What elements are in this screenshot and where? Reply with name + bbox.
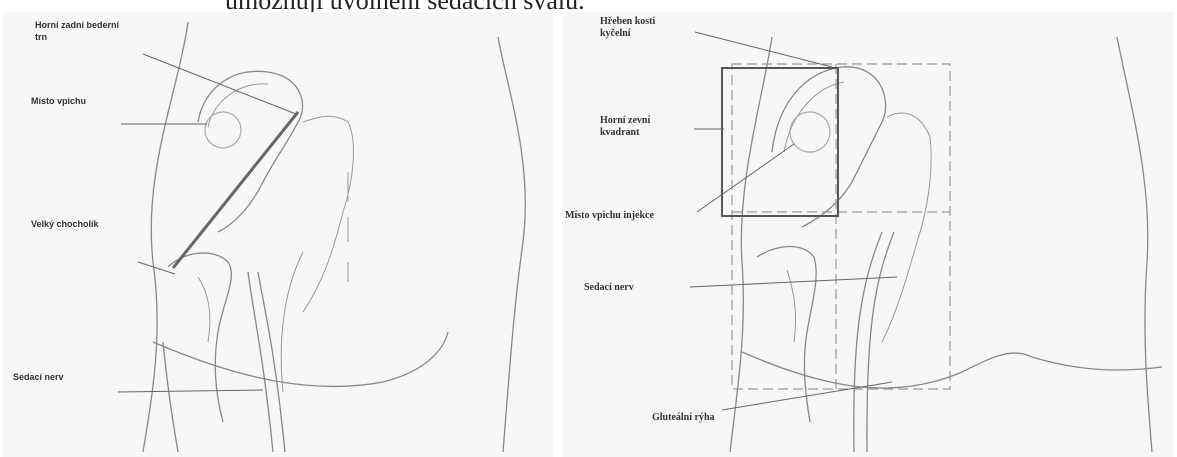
dashed-reference-rectangle xyxy=(732,64,950,389)
sacrum-outline xyxy=(882,113,931,342)
label-sciatic-nerve: Sedací nerv xyxy=(584,282,634,293)
femur-outline xyxy=(168,253,231,422)
thigh-line xyxy=(163,342,178,452)
left-anatomy-illustration: Horní zadní bederní trn Místo vpichu Vel… xyxy=(3,12,553,457)
leader-top-back-spine xyxy=(143,54,296,114)
label-gluteal-fold: Gluteální rýha xyxy=(652,412,715,423)
nerve-line-a xyxy=(854,232,882,452)
left-body-outline xyxy=(730,37,772,452)
nerve-line-a xyxy=(248,272,273,452)
label-injection-site: Místo vpichu injekce xyxy=(565,210,654,221)
label-injection-site: Místo vpichu xyxy=(31,96,86,106)
left-diagram-panel: Horní zadní bederní trn Místo vpichu Vel… xyxy=(3,12,553,457)
leader-sciatic-nerve xyxy=(118,390,263,392)
injection-site-circle xyxy=(790,112,830,152)
label-sciatic-nerve: Sedací nerv xyxy=(13,372,64,382)
upper-outer-quadrant-box xyxy=(722,68,838,216)
label-upper-outer-quadrant-line1: Horní zevní xyxy=(600,115,650,126)
femur-inner-line xyxy=(787,270,796,342)
label-top-back-spine-line1: Horní zadní bederní xyxy=(35,20,120,30)
femur-inner-line xyxy=(198,277,210,342)
injection-site-circle xyxy=(205,112,241,148)
buttock-line xyxy=(281,252,303,392)
leader-greater-trochanter xyxy=(138,262,175,274)
right-body-outline xyxy=(1117,37,1152,452)
label-iliac-crest-line2: kyčelní xyxy=(600,28,631,39)
diagonal-reference-line xyxy=(173,112,298,268)
label-upper-outer-quadrant-line2: kvadrant xyxy=(600,127,640,138)
label-iliac-crest-line1: Hřeben kosti xyxy=(600,16,656,27)
sacrum-outline xyxy=(303,116,353,312)
left-body-outline xyxy=(143,22,188,452)
right-anatomy-illustration: Hřeben kosti kyčelní Horní zevní kvadran… xyxy=(562,12,1174,457)
leader-iliac-crest xyxy=(695,32,832,67)
label-greater-trochanter: Velký chocholík xyxy=(31,219,100,229)
label-top-back-spine-line2: trn xyxy=(35,32,47,42)
right-diagram-panel: Hřeben kosti kyčelní Horní zevní kvadran… xyxy=(562,12,1174,457)
leader-injection-site xyxy=(697,144,794,212)
gluteal-curve-right xyxy=(1032,357,1162,370)
gluteal-curve xyxy=(153,332,448,386)
right-body-outline xyxy=(498,37,525,452)
ilium-outline xyxy=(198,71,303,232)
